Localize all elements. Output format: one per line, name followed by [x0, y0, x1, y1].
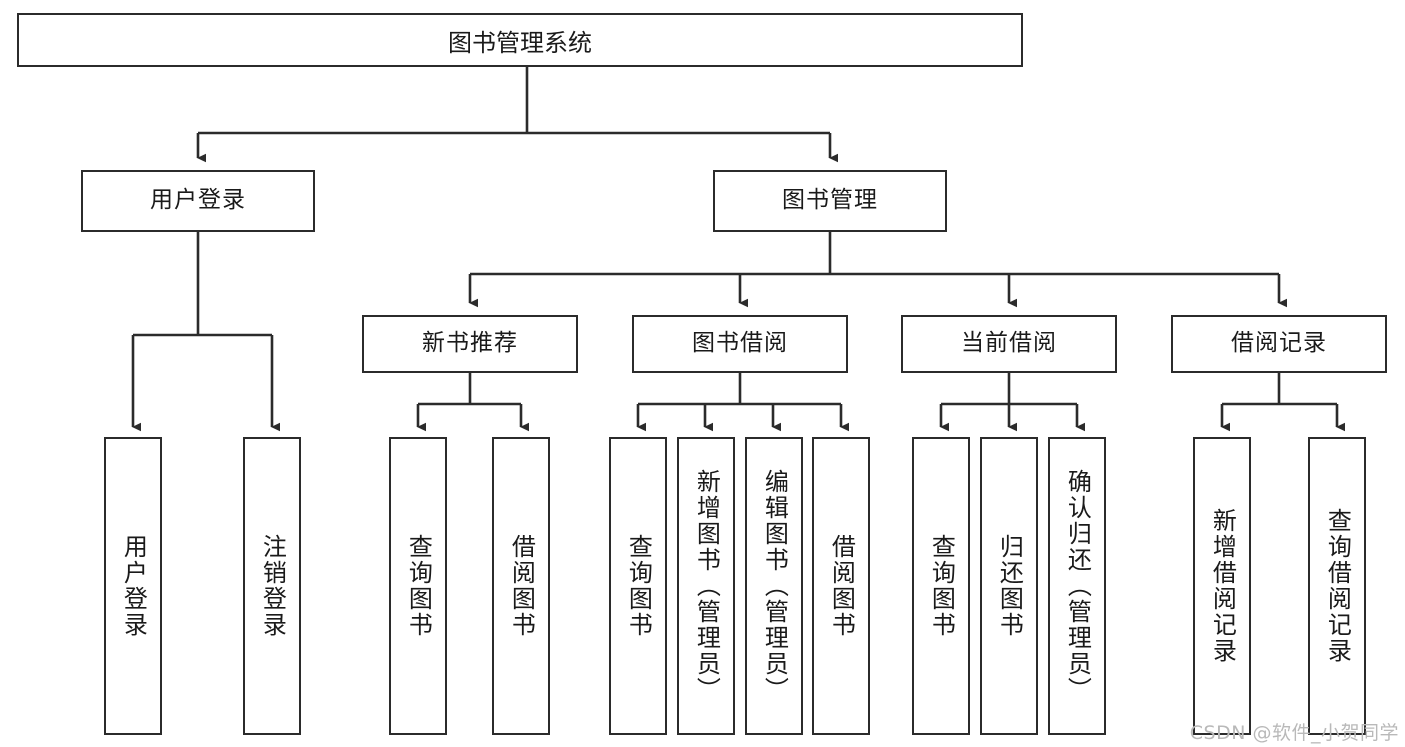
- leaf-borrow-books[interactable]: 借阅图书: [812, 437, 870, 735]
- node-user-login[interactable]: 用户登录: [81, 170, 315, 232]
- leaf-edit-book-admin[interactable]: 编辑图书（管理员）: [745, 437, 803, 735]
- node-borrow-records-label: 借阅记录: [1231, 330, 1327, 357]
- node-current-borrow-label: 当前借阅: [961, 330, 1057, 357]
- node-book-borrow-label: 图书借阅: [692, 330, 788, 357]
- leaf-edit-book-admin-label: 编辑图书（管理员）: [760, 469, 789, 703]
- node-root-label: 图书管理系统: [448, 28, 592, 57]
- leaf-user-login-label: 用户登录: [119, 534, 148, 638]
- leaf-query-books-borrow[interactable]: 查询图书: [609, 437, 667, 735]
- node-new-book-recommend[interactable]: 新书推荐: [362, 315, 578, 373]
- leaf-confirm-return-admin-label: 确认归还（管理员）: [1063, 469, 1092, 703]
- watermark: CSDN @软件_小贺同学: [1189, 722, 1399, 744]
- leaf-logout[interactable]: 注销登录: [243, 437, 301, 735]
- leaf-add-book-admin-label: 新增图书（管理员）: [692, 469, 721, 703]
- leaf-add-book-admin[interactable]: 新增图书（管理员）: [677, 437, 735, 735]
- node-current-borrow[interactable]: 当前借阅: [901, 315, 1117, 373]
- node-borrow-records[interactable]: 借阅记录: [1171, 315, 1387, 373]
- leaf-query-books-recommend-label: 查询图书: [404, 534, 433, 638]
- leaf-query-books-borrow-label: 查询图书: [624, 534, 653, 638]
- node-book-borrow[interactable]: 图书借阅: [632, 315, 848, 373]
- leaf-query-borrow-record-label: 查询借阅记录: [1323, 508, 1352, 664]
- leaf-query-books-recommend[interactable]: 查询图书: [389, 437, 447, 735]
- leaf-return-books-label: 归还图书: [995, 534, 1024, 638]
- leaf-confirm-return-admin[interactable]: 确认归还（管理员）: [1048, 437, 1106, 735]
- leaf-query-books-current[interactable]: 查询图书: [912, 437, 970, 735]
- leaf-user-login[interactable]: 用户登录: [104, 437, 162, 735]
- node-new-book-recommend-label: 新书推荐: [422, 330, 518, 357]
- node-root[interactable]: 图书管理系统: [17, 13, 1023, 67]
- node-user-login-label: 用户登录: [150, 187, 246, 214]
- leaf-return-books[interactable]: 归还图书: [980, 437, 1038, 735]
- node-book-management[interactable]: 图书管理: [713, 170, 947, 232]
- leaf-logout-label: 注销登录: [258, 534, 287, 638]
- node-book-management-label: 图书管理: [782, 187, 878, 214]
- leaf-add-borrow-record-label: 新增借阅记录: [1208, 508, 1237, 664]
- leaf-query-books-current-label: 查询图书: [927, 534, 956, 638]
- leaf-borrow-books-label: 借阅图书: [827, 534, 856, 638]
- leaf-add-borrow-record[interactable]: 新增借阅记录: [1193, 437, 1251, 735]
- leaf-borrow-books-recommend[interactable]: 借阅图书: [492, 437, 550, 735]
- leaf-query-borrow-record[interactable]: 查询借阅记录: [1308, 437, 1366, 735]
- leaf-borrow-books-recommend-label: 借阅图书: [507, 534, 536, 638]
